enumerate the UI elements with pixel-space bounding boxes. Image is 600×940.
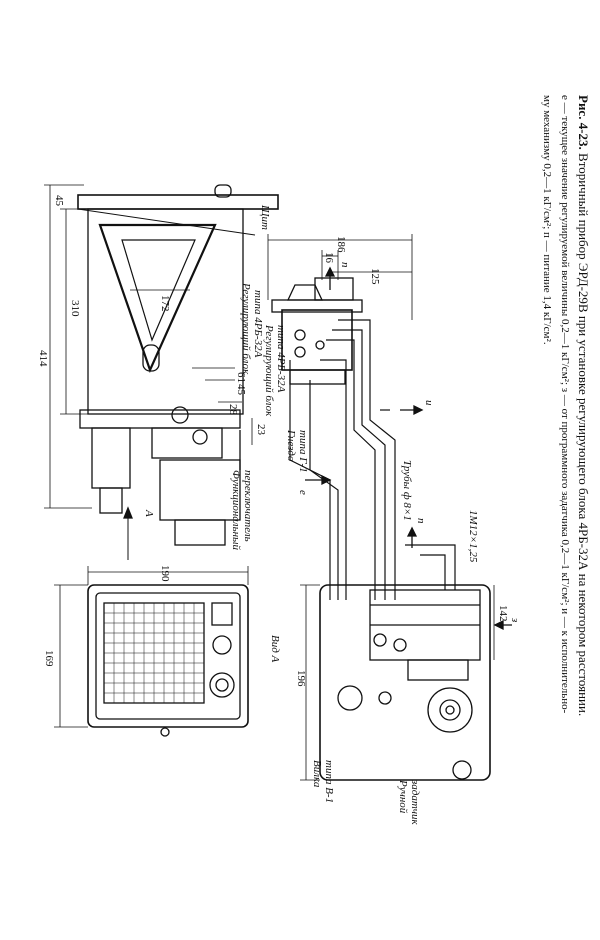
front-view xyxy=(54,566,249,737)
label-shield: Щит xyxy=(259,204,271,230)
side-view xyxy=(44,184,279,560)
panel-shield xyxy=(77,194,279,210)
label-z: з xyxy=(509,617,521,622)
label-block-1: Регулирующий блок xyxy=(240,282,252,375)
label-arrow-a: А xyxy=(143,509,155,517)
label-block-2: типа 4РБ-32А xyxy=(252,290,264,358)
label-unit-1: Регулирующий блок xyxy=(263,324,275,417)
label-plug-1: Вилка xyxy=(311,760,323,788)
lower-unit xyxy=(319,584,491,781)
label-unit-2: типа 4РБ-32А xyxy=(275,325,287,393)
dim-23: 23 xyxy=(255,424,267,436)
dim-61: 61 xyxy=(235,372,247,383)
caption-number: Рис. 4-23. xyxy=(576,95,591,150)
manual-setter-dial xyxy=(427,687,473,733)
dim-142: 142 xyxy=(497,605,509,622)
label-thread: 1М12×1,25 xyxy=(467,510,479,563)
remote-installation xyxy=(267,234,512,781)
label-manual-2: задатчик xyxy=(409,779,421,826)
label-plug-2: типа В-1 xyxy=(323,760,335,803)
dim-45: 45 xyxy=(53,195,65,207)
label-e: е xyxy=(297,490,309,495)
knob-upper xyxy=(212,635,232,655)
label-switch-2: переключатель xyxy=(242,470,254,542)
dim-45b: 45 xyxy=(235,384,247,396)
dim-16: 16 xyxy=(323,252,335,264)
caption-line-2: е — текущее значение регулируемой величи… xyxy=(559,95,571,714)
dim-310: 310 xyxy=(69,300,81,317)
label-pipes: Трубы ф 8×1 xyxy=(401,460,413,521)
dim-28: 28 xyxy=(227,404,239,416)
pipes xyxy=(289,319,456,600)
figure-caption: Рис. 4-23. Вторичный прибор ЭРД-29В при … xyxy=(538,95,592,875)
label-p2: п xyxy=(415,518,427,524)
caption-line-1: Рис. 4-23. Вторичный прибор ЭРД-29В при … xyxy=(574,95,592,875)
dim-172: 172 xyxy=(159,295,171,312)
dim-196: 196 xyxy=(295,670,307,687)
triangle-bracket xyxy=(98,223,217,373)
plug-b1 xyxy=(337,685,363,711)
label-p1: п xyxy=(339,262,351,268)
dim-186: 186 xyxy=(335,236,347,253)
label-switch-1: Функциональный xyxy=(230,470,242,550)
caption-line-3: му механизму 0,2—1 кГ/см²; п — питание 1… xyxy=(541,95,553,345)
label-socket-2: типа Г-1 xyxy=(297,430,309,473)
label-socket-1: Гнездо xyxy=(285,429,297,462)
dim-414: 414 xyxy=(37,350,49,367)
label-manual-1: Ручной xyxy=(397,779,409,814)
front-housing xyxy=(87,584,249,728)
housing-body xyxy=(87,208,244,415)
knob-lower xyxy=(209,672,235,698)
label-i: и xyxy=(423,400,435,406)
label-view-a: Вид А xyxy=(269,635,281,663)
dim-190: 190 xyxy=(159,565,171,582)
caption-title: Вторичный прибор ЭРД-29В при установке р… xyxy=(576,153,591,717)
dim-169: 169 xyxy=(43,650,55,667)
dim-125: 125 xyxy=(369,268,381,285)
